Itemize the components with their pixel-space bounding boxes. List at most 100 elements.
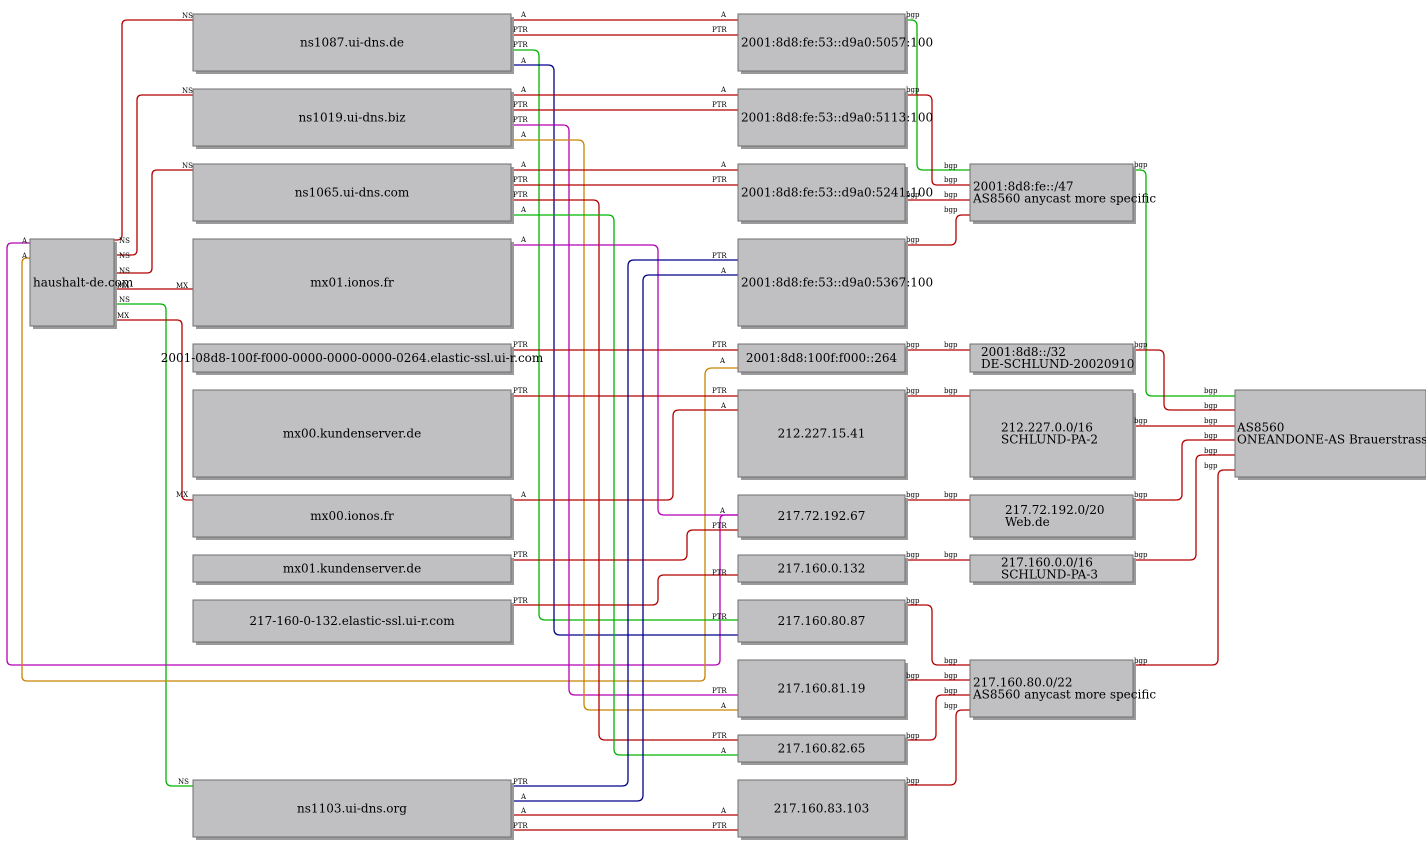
- edge-label-a: A: [720, 11, 727, 19]
- edge-red: [114, 19, 193, 241]
- edge-label-ns: NS: [182, 87, 193, 95]
- edge-red: [905, 94, 970, 186]
- node-ip2171608119: 217.160.81.19: [737, 659, 908, 720]
- edge-label-a: A: [520, 57, 527, 65]
- node-ip2171608087: 217.160.80.87: [737, 599, 908, 645]
- edge-label-bgp: bgp: [1134, 551, 1148, 559]
- edge-label-mx: MX: [176, 491, 188, 499]
- edge-purple: [6, 242, 738, 666]
- edge-label-ptr: PTR: [513, 41, 528, 49]
- node-label: ns1103.ui-dns.org: [297, 802, 407, 816]
- edge-red: [1133, 349, 1235, 411]
- edge-label-bgp: bgp: [906, 11, 920, 19]
- edge-red: [1133, 469, 1235, 666]
- node-label: 217.72.192.67: [778, 509, 866, 523]
- node-label: 212.227.15.41: [778, 427, 866, 441]
- edge-label-bgp: bgp: [944, 206, 958, 214]
- edge-label-ptr: PTR: [513, 101, 528, 109]
- node-mx00ionos: mx00.ionos.fr: [192, 494, 514, 540]
- node-label: 2001:8d8:fe:53::d9a0:5367:100: [741, 276, 933, 290]
- edge-label-bgp: bgp: [1204, 402, 1218, 410]
- edge-label-bgp: bgp: [906, 341, 920, 349]
- edge-label-a: A: [520, 491, 527, 499]
- edge-label-a: A: [720, 402, 727, 410]
- node-label: mx01.kundenserver.de: [283, 562, 421, 576]
- edge-label-ns: NS: [119, 237, 130, 245]
- edge-label-ptr: PTR: [712, 176, 727, 184]
- edge-label-ptr: PTR: [513, 26, 528, 34]
- node-ip264: 2001:8d8:100f:f000::264: [737, 343, 908, 375]
- node-ip21772192: 217.72.192.67: [737, 494, 908, 540]
- edge-label-bgp: bgp: [944, 176, 958, 184]
- edge-blue: [511, 259, 738, 787]
- edge-label-a: A: [520, 131, 527, 139]
- edge-label-bgp: bgp: [906, 551, 920, 559]
- node-label: 217.160.0.132: [778, 562, 866, 576]
- edge-green: [114, 303, 193, 787]
- edge-label-ptr: PTR: [712, 387, 727, 395]
- edge-label-bgp: bgp: [944, 702, 958, 710]
- edge-label-bgp: bgp: [1204, 432, 1218, 440]
- node-layer: haushalt-de.comns1087.ui-dns.dens1019.ui…: [29, 13, 1426, 840]
- edge-label-ptr: PTR: [712, 26, 727, 34]
- edge-label-bgp: bgp: [944, 657, 958, 665]
- edge-label-bgp: bgp: [944, 672, 958, 680]
- edge-label-bgp: bgp: [944, 551, 958, 559]
- node-mx01kunden: mx01.kundenserver.de: [192, 554, 514, 585]
- edge-label-ns: NS: [182, 162, 193, 170]
- node-label: Web.de: [1005, 515, 1050, 529]
- edge-label-bgp: bgp: [1134, 417, 1148, 425]
- node-label: SCHLUND-PA-3: [1001, 568, 1098, 582]
- node-label: haushalt-de.com: [33, 276, 134, 290]
- edge-red: [114, 319, 193, 501]
- node-label: AS8560 anycast more specific: [972, 192, 1156, 206]
- node-label: 217.72.192.0/20: [1005, 503, 1104, 517]
- edge-label-bgp: bgp: [906, 387, 920, 395]
- edge-blue: [511, 274, 738, 802]
- edge-label-ptr: PTR: [513, 778, 528, 786]
- edge-label-ptr: PTR: [712, 687, 727, 695]
- edge-label-ns: NS: [182, 12, 193, 20]
- node-label: 217.160.0.0/16: [1001, 556, 1093, 570]
- edge-label-bgp: bgp: [1134, 341, 1148, 349]
- edge-label-bgp: bgp: [1204, 462, 1218, 470]
- edge-red: [905, 694, 970, 741]
- edge-label-bgp: bgp: [906, 191, 920, 199]
- node-ns1087: ns1087.ui-dns.de: [192, 13, 514, 74]
- edge-label-a: A: [21, 252, 28, 260]
- edge-label-ns: NS: [119, 267, 130, 275]
- node-ip5241: 2001:8d8:fe:53::d9a0:5241:100: [737, 163, 933, 224]
- edge-label-a: A: [720, 702, 727, 710]
- edge-label-bgp: bgp: [906, 777, 920, 785]
- node-label: DE-SCHLUND-20020910: [981, 357, 1134, 371]
- edge-red: [114, 94, 193, 256]
- edge-purple: [511, 124, 738, 696]
- node-label: 217.160.80.0/22: [973, 676, 1072, 690]
- edge-label-a: A: [520, 86, 527, 94]
- edge-label-ptr: PTR: [712, 613, 727, 621]
- edge-label-ptr: PTR: [712, 522, 727, 530]
- edge-label-a: A: [720, 86, 727, 94]
- edge-green: [1133, 169, 1235, 397]
- edge-label-a: A: [720, 807, 727, 815]
- node-label: SCHLUND-PA-2: [1001, 433, 1098, 447]
- edge-label-a: A: [520, 11, 527, 19]
- edge-label-ptr: PTR: [712, 732, 727, 740]
- edge-label-ptr: PTR: [513, 191, 528, 199]
- edge-label-bgp: bgp: [906, 732, 920, 740]
- edge-orange: [21, 257, 738, 682]
- edge-red: [905, 709, 970, 786]
- node-label: 217.160.81.19: [778, 682, 866, 696]
- edge-label-bgp: bgp: [1134, 161, 1148, 169]
- edge-label-ns: NS: [178, 778, 189, 786]
- edge-label-a: A: [719, 357, 726, 365]
- edge-red: [511, 574, 738, 606]
- node-mx00kunden: mx00.kundenserver.de: [192, 389, 514, 480]
- edge-label-bgp: bgp: [944, 387, 958, 395]
- node-label: ns1087.ui-dns.de: [300, 36, 404, 50]
